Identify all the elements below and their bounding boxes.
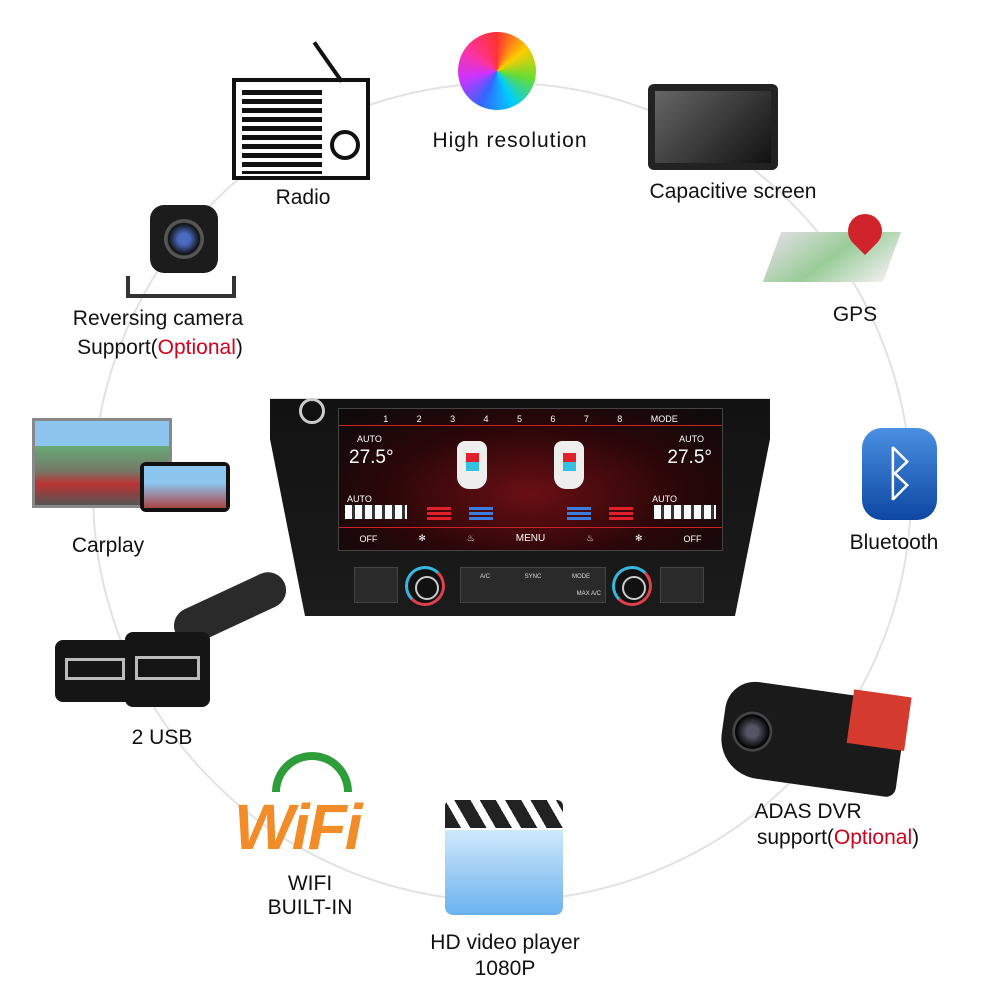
climate-screen: 1 2 3 4 5 6 7 8 MODE AUTO 27.5° AUTO AUT…: [338, 408, 723, 551]
right-auto[interactable]: AUTO: [679, 434, 704, 444]
fan-icon[interactable]: ✻: [635, 533, 643, 543]
center-buttons: A/C SYNC MODE MAX A/C: [460, 567, 606, 603]
left-temp[interactable]: 27.5°: [349, 447, 394, 468]
left-temp-knob[interactable]: [405, 566, 445, 606]
right-temp[interactable]: 27.5°: [667, 447, 712, 468]
left-fan-off[interactable]: OFF: [359, 533, 378, 544]
right-temp-knob[interactable]: [612, 566, 652, 606]
adas-dvr-support-label: support(Optional): [756, 826, 920, 849]
heat-level-left: [427, 507, 451, 521]
left-auto[interactable]: AUTO: [357, 434, 382, 444]
preset-4[interactable]: 4: [483, 413, 489, 424]
hd-video-label: HD video player: [430, 931, 580, 954]
usb-port-icon: [55, 640, 135, 702]
video-clapper-icon: [445, 800, 563, 915]
wifi-logo: WiFi: [234, 791, 362, 863]
reversing-camera-support-label: Support(Optional): [77, 336, 243, 359]
preset-6[interactable]: 6: [550, 413, 556, 424]
capacitive-screen-label: Capacitive screen: [649, 180, 817, 203]
bluetooth-icon: ᛒ: [862, 428, 937, 520]
bluetooth-label: Bluetooth: [849, 531, 939, 554]
cool-level-left: [469, 507, 493, 521]
preset-8[interactable]: 8: [617, 413, 623, 424]
preset-1[interactable]: 1: [383, 413, 389, 424]
preset-bar: 1 2 3 4 5 6 7 8 MODE: [339, 412, 722, 426]
wifi-built-in-label: BUILT-IN: [267, 896, 353, 919]
left-fan-auto[interactable]: AUTO: [347, 494, 372, 504]
power-knob[interactable]: [299, 398, 325, 424]
reversing-camera-icon: [150, 205, 218, 273]
high-resolution-label: High resolution: [432, 129, 588, 152]
hd-video-resolution: 1080P: [474, 957, 536, 980]
usb-port-icon: [125, 632, 210, 707]
preset-5[interactable]: 5: [516, 413, 522, 424]
right-fan-off[interactable]: OFF: [683, 533, 702, 544]
mode-button[interactable]: MODE: [650, 413, 678, 424]
right-fan-speed[interactable]: [654, 505, 716, 519]
driver-seat-icon[interactable]: [457, 441, 487, 489]
left-seat-buttons[interactable]: [354, 567, 398, 603]
carplay-label: Carplay: [71, 534, 145, 557]
usb-label: 2 USB: [131, 726, 193, 749]
seat-heat-icon[interactable]: ♨: [586, 533, 595, 543]
preset-7[interactable]: 7: [583, 413, 589, 424]
color-ball-icon: [458, 32, 536, 110]
left-fan-speed[interactable]: [345, 505, 407, 519]
preset-3[interactable]: 3: [450, 413, 456, 424]
radio-icon: [232, 41, 370, 180]
gps-map-icon: [762, 232, 902, 282]
wifi-label: WIFI: [287, 872, 333, 895]
camera-bracket-icon: [126, 276, 236, 298]
gps-label: GPS: [832, 303, 878, 326]
bottom-bar: OFF ✻ ♨ MENU ♨ ✻ OFF: [339, 527, 722, 549]
reversing-camera-label: Reversing camera: [72, 307, 244, 330]
adas-dvr-label: ADAS DVR: [754, 800, 862, 823]
right-fan-auto[interactable]: AUTO: [652, 494, 677, 504]
ac-button[interactable]: A/C: [479, 573, 490, 580]
passenger-seat-icon[interactable]: [554, 441, 584, 489]
heat-level-right: [609, 507, 633, 521]
menu-button[interactable]: MENU: [515, 533, 546, 544]
phone-icon: [140, 462, 230, 512]
cool-level-right: [567, 507, 591, 521]
fan-icon[interactable]: ✻: [418, 533, 426, 543]
mode-panel-button[interactable]: MODE: [571, 573, 590, 580]
preset-2[interactable]: 2: [416, 413, 422, 424]
radio-label: Radio: [275, 186, 331, 209]
right-seat-buttons[interactable]: [660, 567, 704, 603]
seat-heat-icon[interactable]: ♨: [466, 533, 475, 543]
screen-icon: [648, 84, 778, 170]
max-ac-button[interactable]: MAX A/C: [576, 590, 601, 597]
sync-button[interactable]: SYNC: [524, 573, 542, 580]
